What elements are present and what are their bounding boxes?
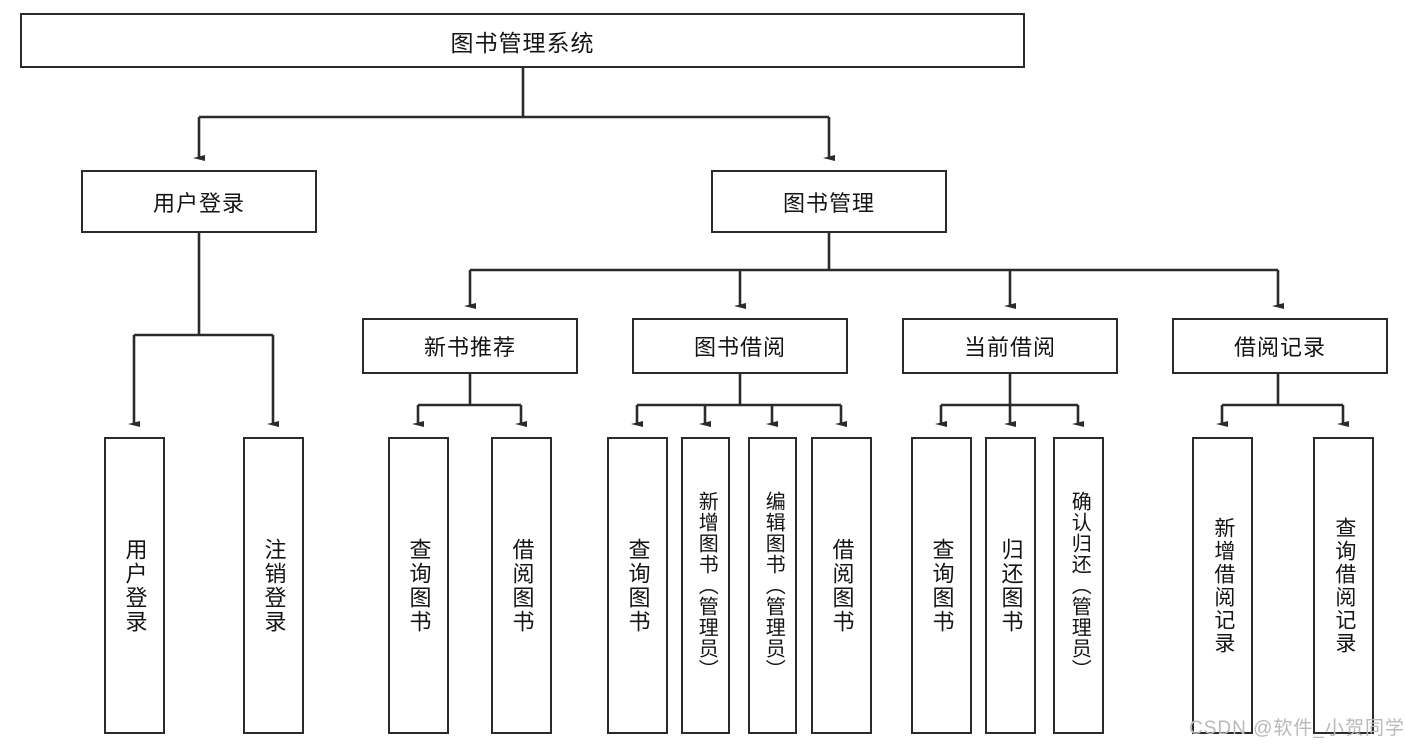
watermark-text: CSDN @软件_小贺同学 [1189,718,1405,739]
node-label: 新书推荐 [423,335,516,360]
node-label: 图书管理 [782,190,875,216]
node-user-login[interactable]: 用户登录 [81,170,317,233]
watermark-csdn: CSDN @软件_小贺同学 [1189,713,1405,740]
node-book-borrow[interactable]: 图书借阅 [632,318,848,374]
node-label: 查询借阅记录 [1332,516,1356,655]
leaf-edit-book-admin[interactable]: 编辑图书（管理员） [748,437,797,734]
node-label: 注销登录 [261,537,287,634]
node-label: 新增借阅记录 [1211,516,1235,655]
leaf-query-book-borrow[interactable]: 查询图书 [607,437,668,734]
leaf-borrow-book[interactable]: 借阅图书 [811,437,872,734]
leaf-return-book[interactable]: 归还图书 [985,437,1036,734]
node-current-borrow[interactable]: 当前借阅 [902,318,1118,374]
node-root-book-management-system[interactable]: 图书管理系统 [20,13,1025,68]
node-label: 新增图书（管理员） [695,491,718,680]
leaf-user-login[interactable]: 用户登录 [104,437,165,734]
node-label: 借阅图书 [829,537,855,634]
leaf-query-borrow-record[interactable]: 查询借阅记录 [1313,437,1374,734]
node-label: 图书管理系统 [450,29,595,56]
node-new-book-recommend[interactable]: 新书推荐 [362,318,578,374]
leaf-add-book-admin[interactable]: 新增图书（管理员） [681,437,730,734]
node-label: 编辑图书（管理员） [762,491,785,680]
node-label: 确认归还（管理员） [1068,491,1091,680]
node-label: 图书借阅 [693,335,786,360]
leaf-query-book-recommend[interactable]: 查询图书 [388,437,449,734]
node-label: 查询图书 [406,537,432,634]
node-label: 归还图书 [998,537,1024,634]
node-label: 查询图书 [625,537,651,634]
leaf-user-logout[interactable]: 注销登录 [243,437,304,734]
node-label: 当前借阅 [963,335,1056,360]
leaf-borrow-book-recommend[interactable]: 借阅图书 [491,437,552,734]
node-label: 用户登录 [122,537,148,634]
leaf-query-book-current[interactable]: 查询图书 [911,437,972,734]
node-book-management[interactable]: 图书管理 [711,170,947,233]
leaf-confirm-return-admin[interactable]: 确认归还（管理员） [1053,437,1104,734]
node-borrow-record[interactable]: 借阅记录 [1172,318,1388,374]
node-label: 查询图书 [929,537,955,634]
node-label: 借阅图书 [509,537,535,634]
node-label: 借阅记录 [1233,335,1326,360]
node-label: 用户登录 [152,190,245,216]
leaf-add-borrow-record[interactable]: 新增借阅记录 [1192,437,1253,734]
